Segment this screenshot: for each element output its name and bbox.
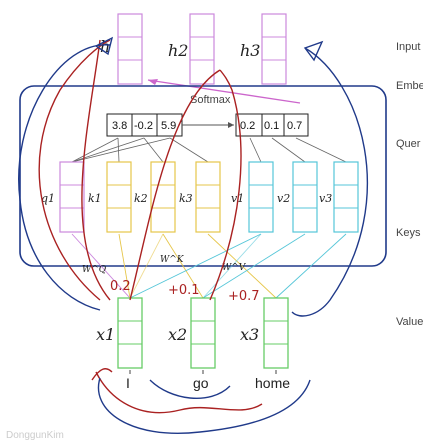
hidden-label-3: h3 xyxy=(240,41,260,60)
v-label-2: v2 xyxy=(277,192,290,205)
word-1: I xyxy=(126,375,130,391)
hidden-state-cells xyxy=(117,13,287,85)
x-label-3: x3 xyxy=(240,325,259,344)
v-label-3: v3 xyxy=(319,192,332,205)
hidden-cell-1 xyxy=(117,13,143,85)
handwritten-weight-1: 0.2 xyxy=(110,279,131,294)
handwritten-weight-2: +0.1 xyxy=(168,283,200,298)
k-label-1: k1 xyxy=(88,192,102,205)
blue-arrowhead-left xyxy=(94,36,114,56)
input-vectors xyxy=(117,297,289,369)
hidden-cell-3 xyxy=(261,13,287,85)
section-label-query: Quer xyxy=(396,138,421,150)
section-label-embedding: Embe xyxy=(396,80,423,92)
score-before-2: -0.2 xyxy=(134,120,153,132)
word-3: home xyxy=(255,375,290,391)
weight-label-q: W^Q xyxy=(82,265,107,275)
red-ink-strokes xyxy=(38,39,263,414)
weight-label-k: W^K xyxy=(160,255,185,265)
arrowhead xyxy=(148,79,158,85)
query-vector xyxy=(59,161,85,233)
softmax-arrowhead xyxy=(228,122,234,128)
embedding-block-outline xyxy=(19,85,387,267)
weight-label-v: W^V xyxy=(222,263,247,273)
hidden-cell-2 xyxy=(189,13,215,85)
watermark: DonggunKim xyxy=(6,430,64,441)
softmax-label: Softmax xyxy=(190,94,231,106)
x-label-2: x2 xyxy=(168,325,187,344)
blue-arrowhead-right xyxy=(303,40,324,62)
score-boxes-before xyxy=(106,113,183,137)
hidden-label-2: h2 xyxy=(168,41,188,60)
score-after-3: 0.7 xyxy=(287,120,302,132)
section-label-values: Value xyxy=(396,316,423,328)
score-after-1: 0.2 xyxy=(240,120,255,132)
softmax-output-arrow xyxy=(147,79,301,104)
k-label-3: k3 xyxy=(179,192,193,205)
score-connectors xyxy=(71,137,347,163)
value-vectors xyxy=(248,161,359,233)
key-vectors xyxy=(106,161,221,233)
q-label: q1 xyxy=(41,192,55,205)
blue-ink-strokes xyxy=(18,44,369,434)
projection-lines xyxy=(71,233,347,299)
handwritten-weight-3: +0.7 xyxy=(228,289,260,304)
score-before-3: 5.9 xyxy=(161,120,176,132)
section-label-keys: Keys xyxy=(396,227,421,239)
word-arrows xyxy=(129,370,277,374)
score-boxes-after xyxy=(235,113,309,137)
hidden-label-1: h xyxy=(100,37,110,56)
score-after-2: 0.1 xyxy=(264,120,279,132)
x-label-1: x1 xyxy=(96,325,115,344)
word-2: go xyxy=(193,375,209,391)
k-label-2: k2 xyxy=(134,192,148,205)
score-before-1: 3.8 xyxy=(112,120,127,132)
section-label-input: Input xyxy=(396,41,420,53)
